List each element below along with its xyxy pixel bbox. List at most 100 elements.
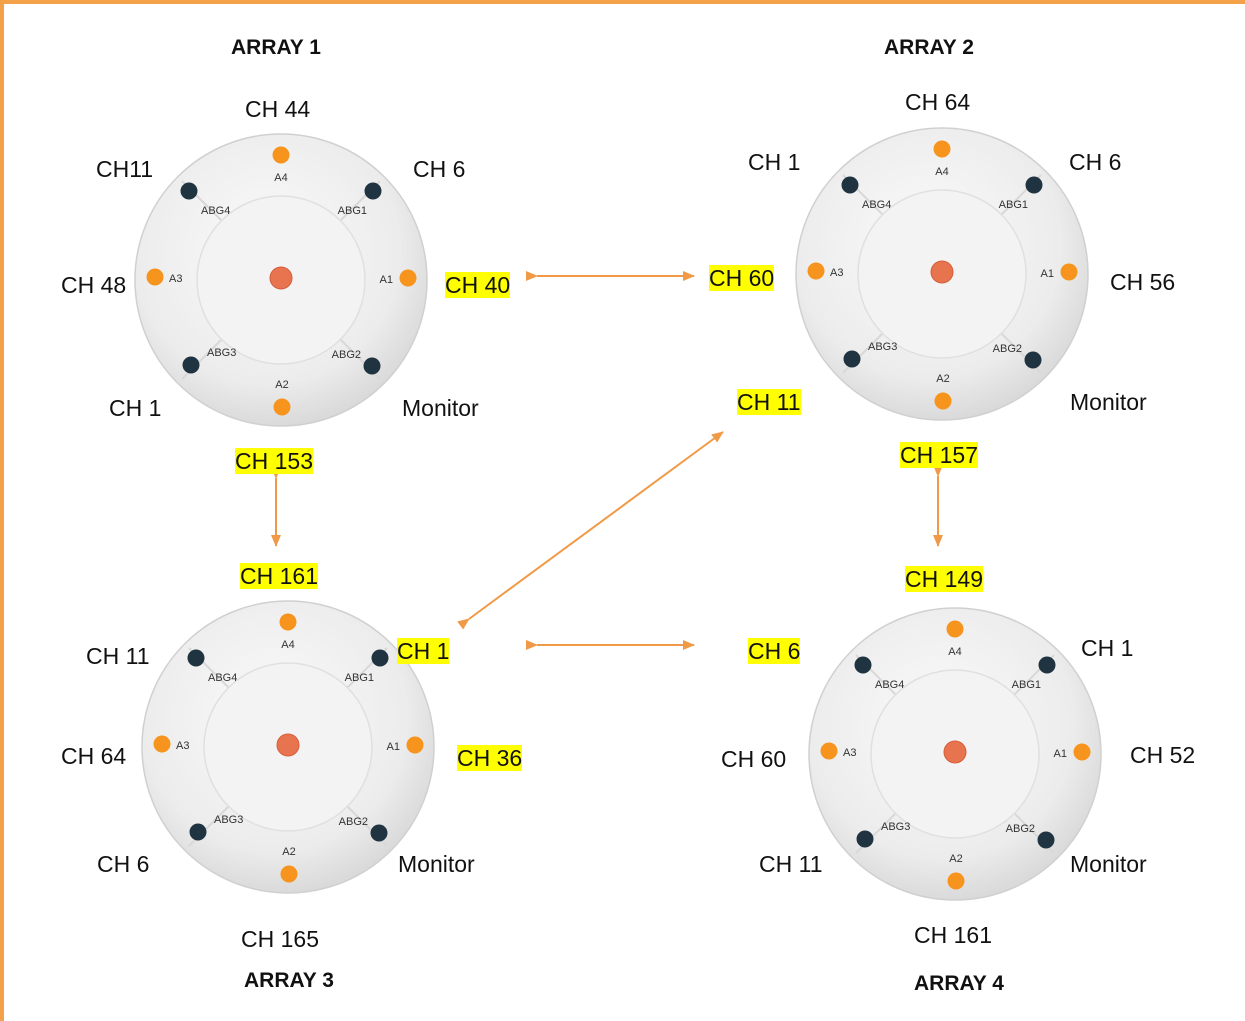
port-abg1-label: ABG1 [345,672,374,684]
array-2-ch-br: Monitor [1070,389,1147,415]
port-a1-label: A1 [387,741,400,753]
array-3-ch-tl: CH 11 [86,643,150,669]
port-a2-led [934,392,952,410]
port-a3-led [146,268,164,286]
port-a4-led [946,620,964,638]
array-1-title: ARRAY 1 [231,36,321,59]
port-abg3-label: ABG3 [868,341,897,353]
array-4-ch-bottom: CH 161 [914,922,992,948]
port-abg1-led [1025,176,1043,194]
port-a1-led [399,269,417,287]
array-2-ch-left: CH 60 [709,265,775,291]
port-abg3-led [856,830,874,848]
port-a2-label: A2 [275,379,288,391]
port-abg3-label: ABG3 [214,814,243,826]
port-abg4-label: ABG4 [862,199,891,211]
array-4-ch-tr: CH 1 [1081,635,1134,661]
array-3-ch-top: CH 161 [240,563,318,589]
port-a4-label: A4 [281,639,294,651]
port-a2-led [280,865,298,883]
array-3-ch-bl: CH 6 [97,851,150,877]
port-abg2-led [363,357,381,375]
port-abg1-label: ABG1 [338,205,367,217]
array-2-ch-bottom: CH 157 [900,442,978,468]
port-abg4-led [841,176,859,194]
port-a1-label: A1 [1041,268,1054,280]
array-1-ch-left: CH 48 [61,272,127,298]
port-abg2-label: ABG2 [332,349,361,361]
array-3-title: ARRAY 3 [244,969,334,992]
port-a3-led [807,262,825,280]
port-a1-led [1073,743,1091,761]
array-3-ch-tr: CH 1 [397,638,450,664]
array-3-ch-bottom: CH 165 [241,926,319,952]
port-abg2-led [1024,351,1042,369]
array-1-ch-top: CH 44 [245,96,311,122]
port-abg4-led [187,649,205,667]
array-3-ch-right: CH 36 [457,745,523,771]
port-a3-led [820,742,838,760]
array-4-title: ARRAY 4 [914,972,1004,995]
port-abg1-label: ABG1 [999,199,1028,211]
port-abg4-label: ABG4 [208,672,237,684]
port-a1-led [1060,263,1078,281]
array-1-ch-bottom: CH 153 [235,448,313,474]
port-a3-label: A3 [176,740,189,752]
array-4-ch-right: CH 52 [1130,742,1196,768]
array-2-ch-right: CH 56 [1110,269,1176,295]
port-a2-label: A2 [949,853,962,865]
port-a3-led [153,735,171,753]
port-a3-label: A3 [843,747,856,759]
port-a4-label: A4 [274,172,287,184]
port-a1-led [406,736,424,754]
port-abg3-label: ABG3 [881,821,910,833]
array-3-ch-left: CH 64 [61,743,127,769]
port-abg3-led [182,356,200,374]
port-a4-label: A4 [935,166,948,178]
port-a3-label: A3 [830,267,843,279]
port-abg2-label: ABG2 [993,343,1022,355]
arrow-array3-array2 [457,431,724,630]
array-1-ch-right: CH 40 [445,272,511,298]
port-abg1-label: ABG1 [1012,679,1041,691]
port-abg2-led [1037,831,1055,849]
port-a1-label: A1 [380,274,393,286]
port-abg4-label: ABG4 [875,679,904,691]
array-4-ch-left: CH 60 [721,746,787,772]
port-abg3-led [189,823,207,841]
array-2-title: ARRAY 2 [884,36,974,59]
array-3-ch-br: Monitor [398,851,475,877]
port-abg2-label: ABG2 [1006,823,1035,835]
array-1-ch-tl: CH11 [96,156,154,182]
port-a4-label: A4 [948,646,961,658]
array-1-ch-bl: CH 1 [109,395,162,421]
port-a4-led [933,140,951,158]
port-abg4-led [180,182,198,200]
port-abg3-label: ABG3 [207,347,236,359]
port-abg4-led [854,656,872,674]
array-1-ch-tr: CH 6 [413,156,466,182]
port-abg1-led [371,649,389,667]
port-a2-label: A2 [936,373,949,385]
ap-center-led [276,733,300,757]
array-2-ch-tr: CH 6 [1069,149,1122,175]
port-abg2-label: ABG2 [339,816,368,828]
array-4-ch-bl: CH 11 [759,851,823,877]
array-4-ch-top: CH 149 [905,566,983,592]
ap-center-led [269,266,293,290]
port-abg2-led [370,824,388,842]
port-a2-label: A2 [282,846,295,858]
ap-center-led [930,260,954,284]
port-a4-led [279,613,297,631]
port-a4-led [272,146,290,164]
array-2-ch-top: CH 64 [905,89,971,115]
port-abg3-led [843,350,861,368]
